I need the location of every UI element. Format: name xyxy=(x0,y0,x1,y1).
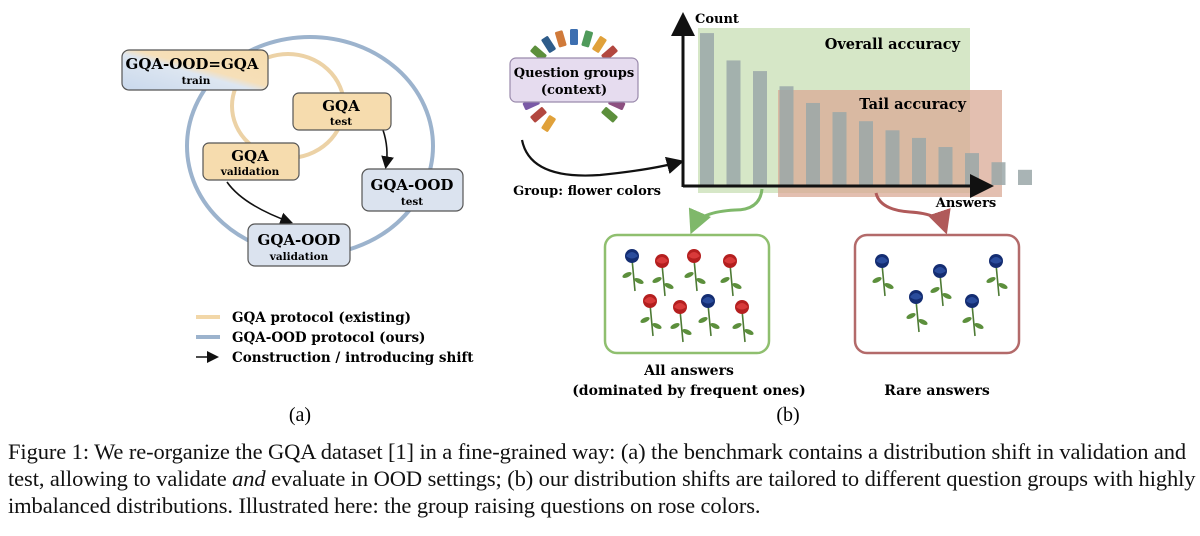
arrow-to-rare-answers xyxy=(874,192,951,235)
overall-accuracy-label: Overall accuracy xyxy=(825,36,961,53)
bar-5 xyxy=(806,102,820,185)
question-groups-label: Question groups xyxy=(514,66,634,81)
x-axis-label: Answers xyxy=(935,196,997,211)
node-ood-validation: GQA-OOD validation xyxy=(247,223,351,267)
legend: GQA protocol (existing) GQA-OOD protocol… xyxy=(196,310,474,366)
question-group-segment xyxy=(555,30,567,48)
question-group-segment xyxy=(541,36,556,53)
bar-3 xyxy=(753,71,767,185)
gqa-test-title: GQA xyxy=(322,97,360,115)
question-group-segment xyxy=(530,107,547,123)
context-label: (context) xyxy=(541,83,607,98)
question-group-segment xyxy=(581,30,593,48)
bar-11 xyxy=(965,153,979,185)
question-group-segment xyxy=(530,45,547,61)
rare-answers-label: Rare answers xyxy=(884,383,990,399)
panel-a-label: (a) xyxy=(289,404,311,426)
legend-construction-label: Construction / introducing shift xyxy=(232,350,474,366)
node-ood-test: GQA-OOD test xyxy=(361,168,464,212)
bar-1 xyxy=(700,33,714,185)
tail-accuracy-label: Tail accuracy xyxy=(859,96,966,113)
question-group-segment xyxy=(541,115,556,132)
panel-b: Question groups (context) Group: flower … xyxy=(509,12,1032,426)
gqa-val-sub: validation xyxy=(220,166,280,178)
ood-val-title: GQA-OOD xyxy=(258,231,341,249)
rare-answers-frame xyxy=(853,233,1021,355)
question-group-segment xyxy=(601,45,618,61)
ood-test-sub: test xyxy=(401,196,423,208)
arrow-to-all-answers xyxy=(688,188,764,235)
legend-gqa-label: GQA protocol (existing) xyxy=(232,310,411,326)
figure: GQA-OOD=GQA train GQA test GQA validatio… xyxy=(121,12,1032,426)
caption-emph: and xyxy=(232,466,266,491)
train-sub: train xyxy=(182,75,211,87)
bar-4 xyxy=(779,86,794,185)
all-answers-label: All answers xyxy=(643,363,734,379)
group-arrow xyxy=(520,139,685,177)
bar-9 xyxy=(912,137,926,185)
ood-val-sub: validation xyxy=(269,251,329,263)
caption-suffix: evaluate in OOD settings; (b) our distri… xyxy=(8,466,1196,518)
caption-prefix: Figure 1: We re-organize the GQA dataset… xyxy=(8,439,1187,491)
node-gqa-test: GQA test xyxy=(292,92,392,131)
question-group-segment xyxy=(592,36,607,53)
ood-test-title: GQA-OOD xyxy=(371,176,454,194)
dominated-label: (dominated by frequent ones) xyxy=(572,383,806,399)
node-gqa-validation: GQA validation xyxy=(202,142,300,181)
bar-12 xyxy=(991,162,1006,185)
arrow-val-to-ood-val xyxy=(226,181,294,225)
bar-7 xyxy=(859,121,873,185)
bar-13 xyxy=(1018,169,1032,185)
question-groups-box: Question groups (context) xyxy=(509,57,639,103)
train-title: GQA-OOD=GQA xyxy=(126,55,259,73)
arrow-test-to-ood-test xyxy=(381,129,394,170)
bar-2 xyxy=(726,60,741,185)
bar-10 xyxy=(938,147,953,185)
y-axis-label: Count xyxy=(695,12,739,27)
node-train: GQA-OOD=GQA train xyxy=(121,49,269,91)
gqa-test-sub: test xyxy=(330,116,352,128)
panel-b-label: (b) xyxy=(776,404,799,426)
bar-6 xyxy=(832,112,847,185)
question-group-segment xyxy=(570,29,578,45)
bar-series xyxy=(700,33,1032,185)
gqa-val-title: GQA xyxy=(231,147,269,165)
panel-a: GQA-OOD=GQA train GQA test GQA validatio… xyxy=(121,35,474,426)
question-group-segment xyxy=(601,107,618,123)
figure-caption: Figure 1: We re-organize the GQA dataset… xyxy=(8,438,1196,519)
legend-ood-label: GQA-OOD protocol (ours) xyxy=(232,330,425,346)
bar-8 xyxy=(885,130,900,185)
group-caption: Group: flower colors xyxy=(513,184,661,199)
